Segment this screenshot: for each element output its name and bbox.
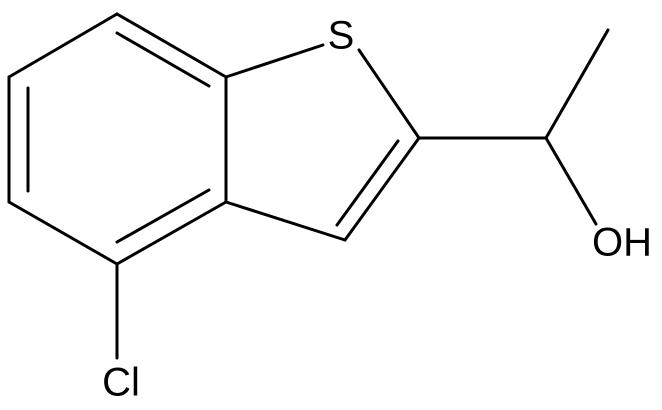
bond-c2-c3 <box>343 136 421 242</box>
bond-c7-c6 <box>7 12 119 79</box>
bond-c4-c3a <box>115 200 228 266</box>
chlorine-atom-label: Cl <box>102 361 140 405</box>
bond-s-c2 <box>357 48 421 140</box>
bond-c7a-c7 <box>115 12 228 79</box>
double-bond-inner-c4-c3a <box>115 188 211 244</box>
hydroxyl-label: OH <box>592 221 652 265</box>
bond-ch-oh <box>544 136 598 226</box>
bond-ch-methyl <box>544 28 610 140</box>
bond-c3-c3a <box>224 200 347 242</box>
double-bond-inner-c7a-c7 <box>115 31 211 88</box>
double-bond-inner-c2-c3 <box>335 139 400 227</box>
sulfur-atom-label: S <box>328 14 355 58</box>
bond-c7a-s <box>224 43 325 79</box>
bond-c5-c4 <box>7 200 119 266</box>
